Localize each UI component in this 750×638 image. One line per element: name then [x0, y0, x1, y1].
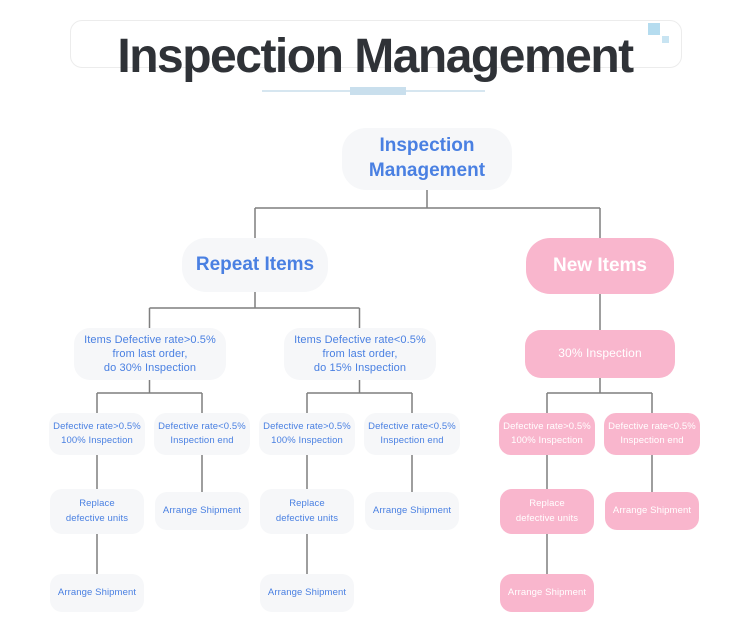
- node-repeat15-gt05-100pct: Defective rate>0.5% 100% Inspection: [259, 413, 355, 455]
- connector-level4-to-level5: [96, 455, 653, 492]
- blue-square-small-icon: [662, 36, 669, 43]
- node-repeat15-final-shipment: Arrange Shipment: [260, 574, 354, 612]
- node-new-30pct-inspection: 30% Inspection: [525, 330, 675, 378]
- node-repeat15-replace-units: Replace defective units: [260, 489, 354, 534]
- connector-replace-to-ship: [96, 534, 548, 574]
- node-new-arrange-shipment: Arrange Shipment: [605, 492, 699, 530]
- node-new-gt05-100pct: Defective rate>0.5% 100% Inspection: [499, 413, 595, 455]
- node-repeat30-replace-units: Replace defective units: [50, 489, 144, 534]
- node-new-lt05-end: Defective rate<0.5% Inspection end: [604, 413, 700, 455]
- blue-square-icon: [648, 23, 660, 35]
- connector-repeat15-to-children: [306, 380, 413, 413]
- connector-root-to-branches: [254, 190, 601, 238]
- connector-repeat30-to-children: [96, 380, 203, 413]
- node-new-replace-units: Replace defective units: [500, 489, 594, 534]
- node-repeat15-arrange-shipment: Arrange Shipment: [365, 492, 459, 530]
- node-root: Inspection Management: [342, 128, 512, 190]
- node-repeat30-gt05-100pct: Defective rate>0.5% 100% Inspection: [49, 413, 145, 455]
- page-title: Inspection Management: [117, 30, 634, 83]
- connector-new30pct-to-children: [546, 378, 653, 413]
- connector-repeat-to-children: [148, 292, 361, 328]
- node-repeat30-final-shipment: Arrange Shipment: [50, 574, 144, 612]
- node-repeat-low-defective: Items Defective rate<0.5% from last orde…: [284, 328, 436, 380]
- node-repeat-high-defective: Items Defective rate>0.5% from last orde…: [74, 328, 226, 380]
- node-repeat30-arrange-shipment: Arrange Shipment: [155, 492, 249, 530]
- node-new-final-shipment: Arrange Shipment: [500, 574, 594, 612]
- title-underline-accent: [350, 87, 406, 95]
- node-new-items: New Items: [526, 238, 674, 294]
- title-card: [70, 20, 682, 68]
- node-repeat30-lt05-end: Defective rate<0.5% Inspection end: [154, 413, 250, 455]
- node-repeat15-lt05-end: Defective rate<0.5% Inspection end: [364, 413, 460, 455]
- node-repeat-items: Repeat Items: [182, 238, 328, 292]
